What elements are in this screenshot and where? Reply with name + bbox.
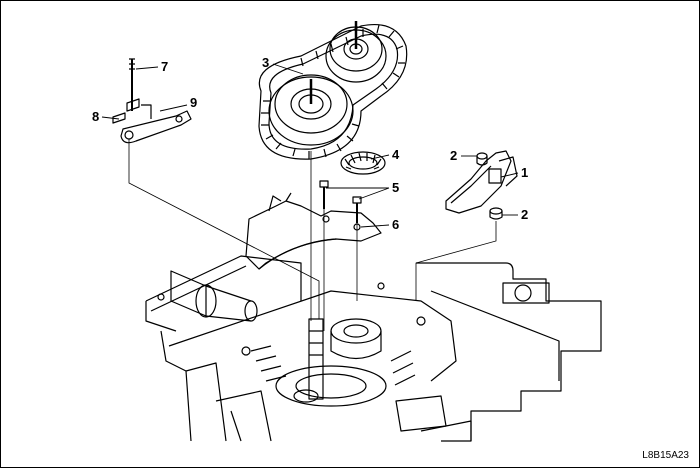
callout-6: 6: [392, 217, 400, 232]
callout-2-upper: 2: [450, 148, 458, 163]
callout-5: 5: [392, 180, 400, 195]
callout-3: 3: [262, 55, 270, 70]
transmission-case: [145, 255, 602, 442]
callout-leaders: [101, 63, 519, 228]
callout-4: 4: [392, 147, 400, 162]
alignment-lines: [128, 139, 497, 331]
manual-shaft-linkage: [112, 58, 192, 144]
parking-bracket: [445, 150, 518, 220]
callout-2-lower: 2: [521, 207, 529, 222]
baffle-plate: [245, 192, 382, 270]
thrust-bearing: [340, 151, 386, 175]
callout-8: 8: [92, 109, 100, 124]
figure-id: L8B15A23: [642, 450, 689, 461]
callout-9: 9: [190, 95, 198, 110]
drive-chain-sprockets: [258, 21, 408, 160]
callout-1: 1: [521, 165, 529, 180]
bolts: [319, 180, 362, 223]
callout-7: 7: [161, 59, 169, 74]
